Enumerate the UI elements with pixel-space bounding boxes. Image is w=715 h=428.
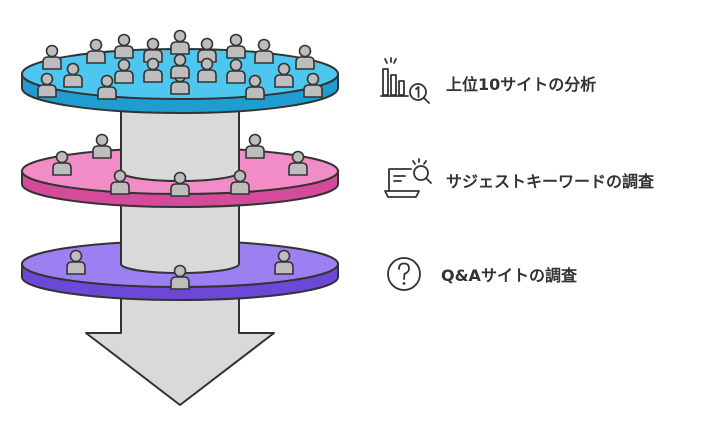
person-icon: [245, 133, 265, 159]
person-icon: [114, 33, 134, 59]
person-icon: [42, 44, 62, 70]
question-circle-icon: [387, 257, 421, 291]
person-icon: [254, 38, 274, 64]
person-icon: [92, 133, 112, 159]
person-icon: [295, 44, 315, 70]
laptop-search-icon: [384, 158, 432, 198]
layer-bottom-label: Q&Aサイトの調査: [441, 266, 577, 285]
person-icon: [226, 33, 246, 59]
layer-top-label: 上位10サイトの分析: [446, 75, 597, 94]
person-icon: [86, 38, 106, 64]
bar-chart-number-icon: [380, 57, 430, 104]
person-icon: [170, 29, 190, 55]
layer-middle-label: サジェストキーワードの調査: [446, 172, 655, 191]
